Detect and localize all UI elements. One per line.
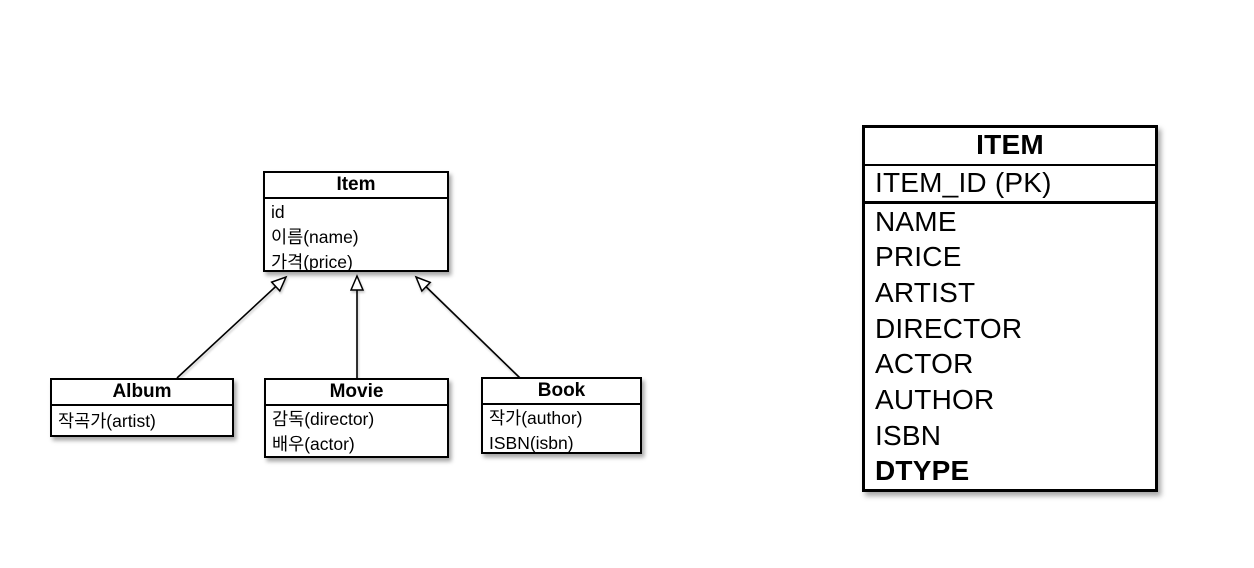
class-field: 가격(price) xyxy=(271,252,353,272)
class-title-movie: Movie xyxy=(266,380,447,406)
class-fields-book: 작가(author) ISBN(isbn) xyxy=(483,405,640,456)
table-column-author: AUTHOR xyxy=(875,383,995,415)
table-column-actor: ACTOR xyxy=(875,348,974,380)
table-pk-row: ITEM_ID (PK) xyxy=(865,166,1155,204)
class-title-item: Item xyxy=(265,173,447,199)
class-title-book: Book xyxy=(483,379,640,405)
uml-class-book: Book 작가(author) ISBN(isbn) xyxy=(481,377,642,454)
table-columns: NAME PRICE ARTIST DIRECTOR ACTOR AUTHOR … xyxy=(865,204,1155,489)
table-column-name: NAME xyxy=(875,205,957,237)
class-fields-movie: 감독(director) 배우(actor) xyxy=(266,406,447,457)
class-field: 배우(actor) xyxy=(272,434,355,454)
class-field: ISBN(isbn) xyxy=(489,433,574,453)
class-field: 작가(author) xyxy=(489,408,583,428)
table-column-price: PRICE xyxy=(875,241,962,273)
class-field: 감독(director) xyxy=(272,409,375,429)
class-field: 작곡가(artist) xyxy=(58,411,156,431)
table-column-director: DIRECTOR xyxy=(875,312,1023,344)
table-column-isbn: ISBN xyxy=(875,419,942,451)
uml-class-item: Item id 이름(name) 가격(price) xyxy=(263,171,449,272)
table-column-artist: ARTIST xyxy=(875,277,976,309)
inheritance-arrow-album-to-item xyxy=(176,277,286,379)
class-fields-album: 작곡가(artist) xyxy=(52,406,232,434)
uml-class-album: Album 작곡가(artist) xyxy=(50,378,234,437)
inheritance-arrow-book-to-item xyxy=(416,277,521,379)
inheritance-arrows xyxy=(176,0,521,379)
table-name: ITEM xyxy=(865,128,1155,166)
table-column-dtype: DTYPE xyxy=(875,455,970,487)
class-field: 이름(name) xyxy=(271,227,359,247)
class-fields-item: id 이름(name) 가격(price) xyxy=(265,199,447,275)
db-table-item: ITEM ITEM_ID (PK) NAME PRICE ARTIST DIRE… xyxy=(862,125,1158,492)
class-field: id xyxy=(271,202,285,222)
uml-class-movie: Movie 감독(director) 배우(actor) xyxy=(264,378,449,458)
class-title-album: Album xyxy=(52,380,232,406)
